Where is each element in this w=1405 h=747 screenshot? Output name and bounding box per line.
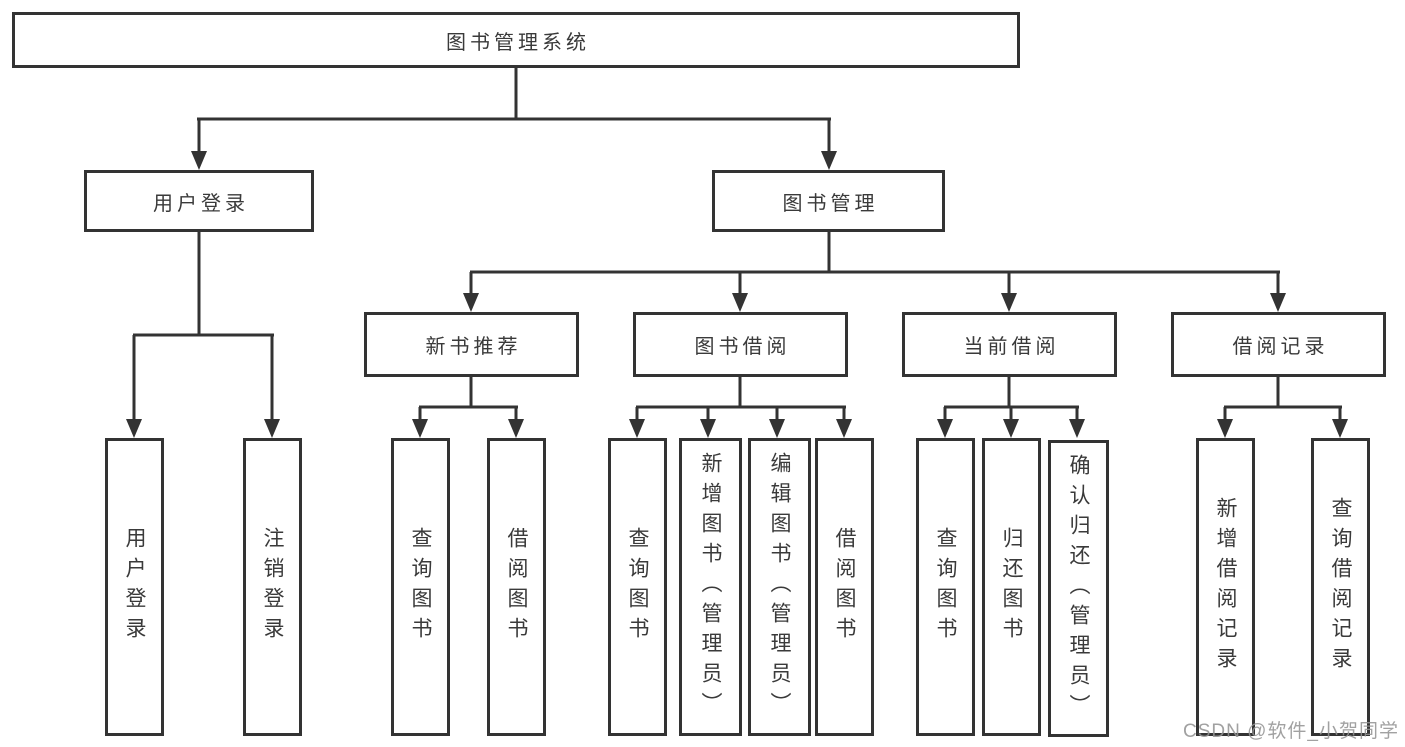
node-root-system-label: 图书管理系统	[446, 31, 590, 54]
node-book-borrow-label: 图书借阅	[694, 336, 791, 358]
leaf-query-books-recommend-label: 查询图书	[409, 527, 432, 647]
connector-new-book-branch	[412, 377, 524, 438]
leaf-user-login: 用户登录	[105, 438, 164, 736]
connector-book-management-branch	[463, 232, 1286, 312]
leaf-borrow-books-label: 借阅图书	[833, 527, 856, 647]
node-book-borrow: 图书借阅	[633, 312, 848, 377]
connector-current-borrow-branch	[937, 377, 1085, 438]
leaf-query-books-borrow: 查询图书	[608, 438, 667, 736]
node-borrow-records-label: 借阅记录	[1232, 336, 1329, 358]
node-user-login: 用户登录	[84, 170, 314, 232]
leaf-query-books-current-label: 查询图书	[934, 527, 957, 647]
leaf-confirm-return-admin-label: 确认归还（管理员）	[1067, 453, 1090, 724]
leaf-edit-books-admin-label: 编辑图书（管理员）	[768, 452, 791, 722]
connector-book-borrow-branch	[629, 377, 852, 438]
leaf-return-books: 归还图书	[982, 438, 1041, 736]
leaf-add-books-admin: 新增图书（管理员）	[679, 438, 742, 736]
leaf-return-books-label: 归还图书	[1000, 527, 1023, 647]
connector-root-branch	[191, 68, 837, 170]
node-book-management-label: 图书管理	[782, 192, 879, 215]
node-new-book-recommend-label: 新书推荐	[425, 336, 522, 358]
leaf-add-books-admin-label: 新增图书（管理员）	[699, 452, 722, 722]
leaf-query-books-borrow-label: 查询图书	[626, 527, 649, 647]
leaf-query-borrow-record-label: 查询借阅记录	[1329, 497, 1352, 677]
leaf-query-borrow-record: 查询借阅记录	[1311, 438, 1370, 736]
leaf-query-books-recommend: 查询图书	[391, 438, 450, 736]
node-current-borrow: 当前借阅	[902, 312, 1117, 377]
connector-borrow-records-branch	[1217, 377, 1348, 438]
node-user-login-label: 用户登录	[153, 192, 249, 215]
node-book-management: 图书管理	[712, 170, 945, 232]
leaf-confirm-return-admin: 确认归还（管理员）	[1048, 440, 1109, 737]
leaf-user-login-label: 用户登录	[123, 527, 146, 647]
node-current-borrow-label: 当前借阅	[963, 336, 1060, 358]
leaf-logout: 注销登录	[243, 438, 302, 736]
leaf-add-borrow-record-label: 新增借阅记录	[1214, 497, 1237, 677]
leaf-add-borrow-record: 新增借阅记录	[1196, 438, 1255, 736]
leaf-borrow-books-recommend-label: 借阅图书	[505, 527, 528, 647]
leaf-logout-label: 注销登录	[261, 527, 284, 647]
csdn-watermark: CSDN @软件_小贺同学	[1183, 721, 1399, 742]
node-borrow-records: 借阅记录	[1171, 312, 1386, 377]
node-new-book-recommend: 新书推荐	[364, 312, 579, 377]
leaf-borrow-books: 借阅图书	[815, 438, 874, 736]
leaf-borrow-books-recommend: 借阅图书	[487, 438, 546, 736]
leaf-edit-books-admin: 编辑图书（管理员）	[748, 438, 811, 736]
leaf-query-books-current: 查询图书	[916, 438, 975, 736]
node-root-system: 图书管理系统	[12, 12, 1020, 68]
connector-user-login-branch	[126, 232, 280, 438]
